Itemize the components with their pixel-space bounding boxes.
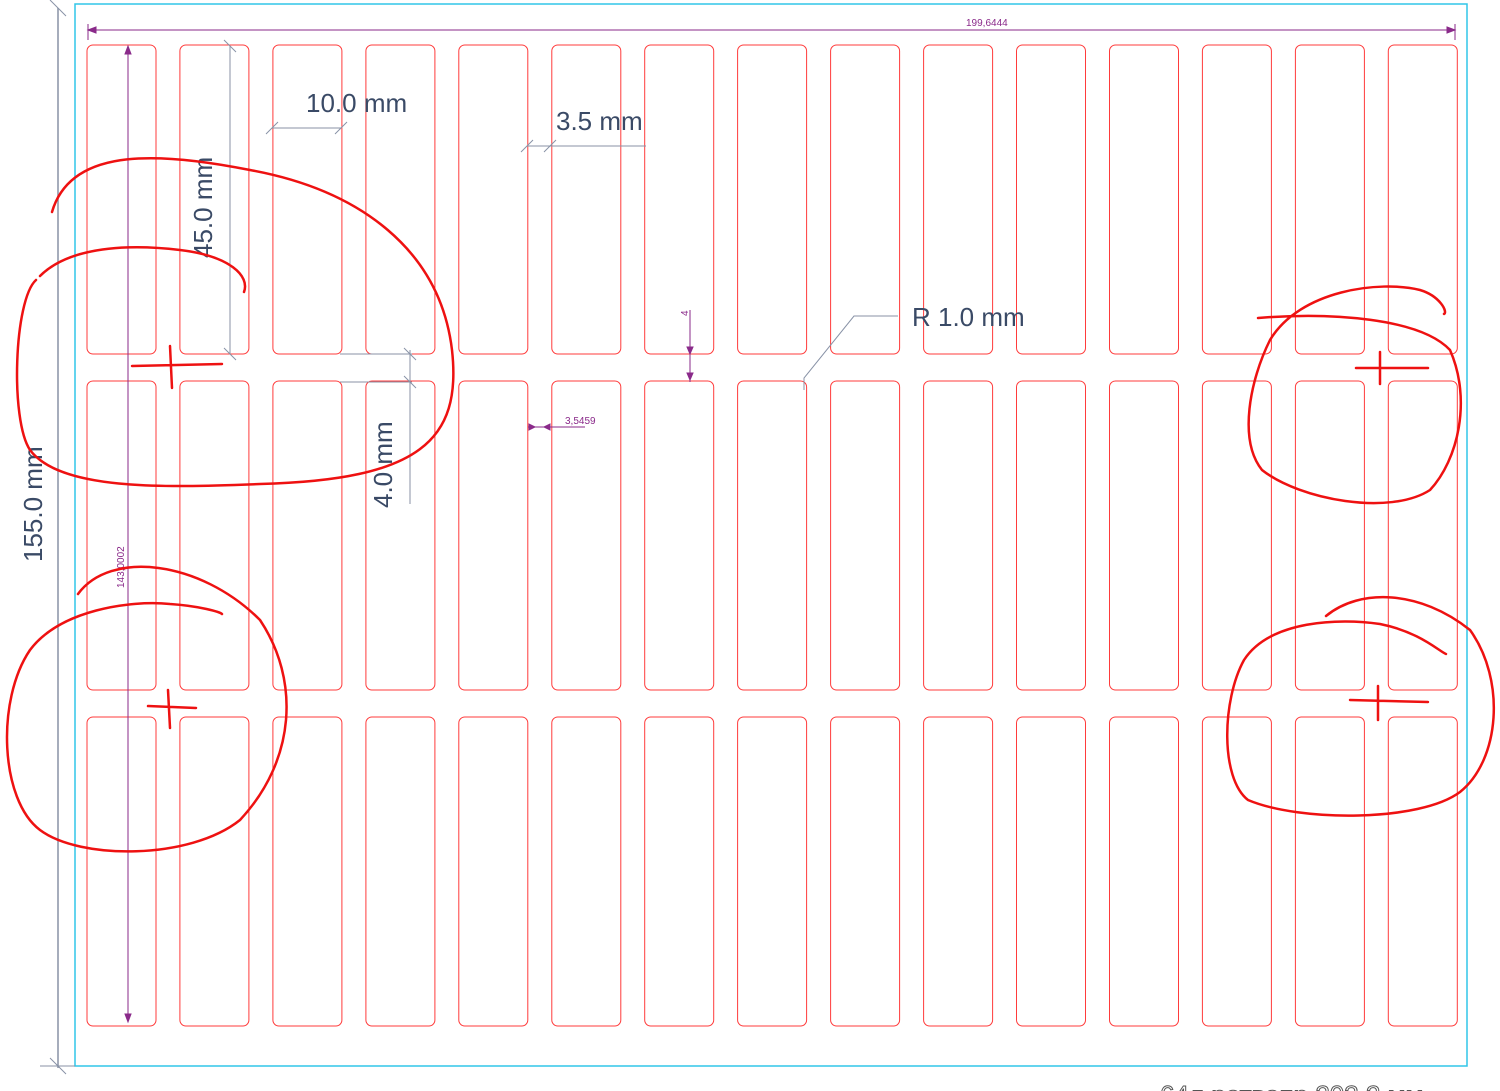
markup-circle-top-left-inner: [38, 246, 247, 294]
label-cell: [86, 44, 157, 355]
label-cell: [272, 380, 343, 691]
markup-circle-top-right: [1247, 285, 1462, 505]
label-cell: [551, 716, 622, 1027]
overall-width-dimension: [86, 24, 1457, 40]
label-cell: [923, 716, 994, 1027]
label-cell: [830, 380, 901, 691]
label-cell: [737, 44, 808, 355]
overall-height-dimension: [124, 44, 132, 1024]
label-cell: [1294, 380, 1365, 691]
markup-cross-bottom-left: [146, 688, 198, 730]
label-cell: [737, 716, 808, 1027]
markup-circle-top-left-outer: [15, 156, 455, 488]
measured-row-gap-dimension: [686, 310, 694, 382]
label-cell: [551, 380, 622, 691]
label-cell: [830, 716, 901, 1027]
column-gap-text: 3.5 mm: [556, 106, 643, 136]
label-cell: [179, 380, 250, 691]
label-cell: [923, 380, 994, 691]
label-width-dimension: [265, 121, 348, 135]
label-cell: [1201, 380, 1272, 691]
label-cell: [1387, 716, 1458, 1027]
sheet-height-label: 155.0 mm: [18, 446, 48, 562]
markup-circle-bottom-right: [1226, 595, 1496, 817]
markup-cross-top-left: [130, 344, 224, 390]
measured-gap-value: 3,5459: [565, 416, 596, 427]
markup-cross-top-right: [1354, 350, 1430, 386]
markup-circle-bottom-left: [5, 565, 288, 853]
label-grid: [86, 44, 1458, 1027]
label-cell: [644, 716, 715, 1027]
label-cell: [1201, 44, 1272, 355]
label-cell: [458, 716, 529, 1027]
label-cell: [1016, 44, 1086, 355]
label-cell: [1294, 716, 1365, 1027]
label-width-text: 10.0 mm: [306, 88, 407, 118]
corner-radius-leader: [803, 315, 898, 390]
label-cell: [458, 44, 529, 355]
corner-radius-text: R 1.0 mm: [912, 302, 1025, 332]
markup-annotations: [5, 156, 1496, 853]
label-cell: [1387, 380, 1458, 691]
sheet-height-dimension: [49, 0, 67, 1075]
label-cell: [923, 44, 994, 355]
label-cell: [551, 44, 622, 355]
label-cell: [365, 716, 436, 1027]
sheet-cyan-border: [74, 3, 1468, 1067]
label-cell: [644, 380, 715, 691]
label-cell: [86, 716, 157, 1027]
label-cell: [365, 380, 436, 691]
markup-cross-bottom-right: [1348, 684, 1430, 722]
measured-gap-dimension: [528, 423, 585, 431]
label-cell: [1201, 716, 1272, 1027]
label-cell: [458, 380, 529, 691]
label-cell: [1109, 44, 1179, 355]
footer-text: 64л ротвапр 203.2 мм: [1160, 1080, 1423, 1091]
label-cell: [1294, 44, 1365, 355]
measured-row-gap-value: 4: [680, 310, 691, 316]
label-cell: [644, 44, 715, 355]
label-cell: [830, 44, 901, 355]
column-gap-dimension: [520, 139, 646, 153]
label-cell: [1109, 716, 1179, 1027]
label-cell: [179, 44, 250, 355]
row-gap-dimension: [340, 347, 417, 504]
label-cell: [1016, 716, 1086, 1027]
label-cell: [1016, 380, 1086, 691]
overall-height-value: 143,0002: [116, 546, 127, 588]
label-height-dimension: [223, 39, 237, 361]
label-cell: [272, 716, 343, 1027]
label-cell: [86, 380, 157, 691]
label-height-text: 45.0 mm: [188, 157, 218, 258]
footer-cut-text-group: 64л ротвапр 203.2 мм: [1160, 1080, 1424, 1091]
label-cell: [737, 380, 808, 691]
label-cell: [1387, 44, 1458, 355]
label-cell: [1109, 380, 1179, 691]
overall-width-value: 199,6444: [966, 18, 1008, 29]
label-cell: [179, 716, 250, 1027]
